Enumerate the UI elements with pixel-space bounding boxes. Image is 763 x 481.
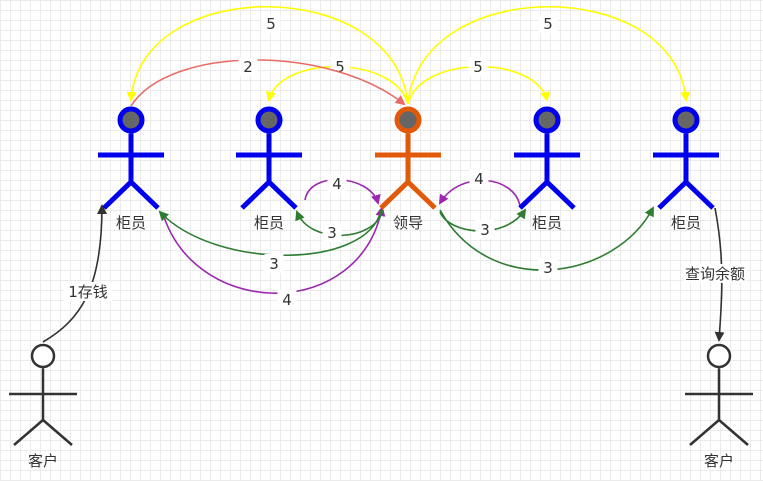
- edge-leader-to-teller1-0: 5: [126, 6, 409, 105]
- actor-left-leg: [379, 180, 410, 210]
- edge-label: 4: [332, 175, 342, 193]
- actor-label: 客户: [28, 452, 58, 470]
- edge-leader-to-teller4-11: 3: [439, 206, 654, 277]
- actor-left-leg: [689, 419, 720, 446]
- edge-leader-to-teller3-9: 3: [439, 208, 527, 239]
- actor-label: 柜员: [532, 214, 562, 232]
- edge-label: 3: [543, 259, 553, 277]
- edge-label-bg: [322, 223, 342, 242]
- actor-teller3: 柜员: [514, 106, 580, 232]
- edge-line: [407, 6, 691, 105]
- actor-right-leg: [684, 180, 715, 210]
- actor-right-leg: [267, 180, 298, 210]
- edge-label: 5: [335, 58, 345, 76]
- edge-label-bg: [63, 282, 113, 301]
- actor-head: [30, 343, 56, 369]
- actor-label: 客户: [704, 452, 734, 470]
- edge-label: 3: [269, 255, 279, 273]
- edge-label-bg: [264, 254, 284, 273]
- actor-left-leg: [657, 180, 688, 210]
- edge-line: [42, 204, 107, 343]
- edge-leader-to-teller2-8: 3: [295, 209, 384, 242]
- actor-teller2: 柜员: [236, 106, 302, 232]
- edge-label: 3: [327, 224, 337, 242]
- actor-left-leg: [518, 180, 549, 210]
- actor-right-leg: [129, 180, 160, 210]
- edge-line: [126, 6, 409, 105]
- edge-label-bg: [683, 264, 747, 283]
- edge-label: 5: [473, 58, 483, 76]
- edge-leader-to-teller4-1: 5: [407, 6, 691, 105]
- actor-head: [394, 106, 422, 134]
- actor-customer2: 客户: [685, 343, 753, 470]
- edge-leader-to-teller3-3: 5: [407, 57, 550, 105]
- edge-label-bg: [468, 57, 488, 76]
- edge-label-bg: [538, 258, 558, 277]
- edge-line: [158, 209, 382, 257]
- edge-label-bg: [238, 57, 258, 76]
- edge-line: [130, 59, 406, 107]
- edge-label: 1存钱: [68, 283, 108, 301]
- actor-head: [117, 106, 145, 134]
- edge-teller3-to-leader-6: 4: [438, 169, 521, 207]
- edge-label-bg: [277, 290, 297, 309]
- actor-customer1: 客户: [9, 343, 77, 470]
- edge-label: 4: [474, 170, 484, 188]
- edge-customer1-to-teller1-12: 1存钱: [42, 204, 113, 343]
- edge-label-bg: [538, 14, 558, 33]
- actor-head: [706, 343, 732, 369]
- actor-right-leg: [42, 419, 73, 446]
- actor-head: [533, 106, 561, 134]
- edge-label-bg: [469, 169, 489, 188]
- edge-teller1-to-leader-4: 2: [130, 57, 406, 107]
- actor-label: 柜员: [671, 214, 701, 232]
- edge-label-bg: [475, 220, 495, 239]
- edge-teller2-to-leader-5: 4: [304, 174, 381, 205]
- actor-right-leg: [406, 180, 437, 210]
- edge-label: 5: [266, 15, 276, 33]
- actor-label: 领导: [393, 214, 423, 232]
- actor-right-leg: [718, 419, 749, 446]
- edge-label-bg: [327, 174, 347, 193]
- actor-leader: 领导: [375, 106, 441, 232]
- actor-head: [672, 106, 700, 134]
- actor-label: 柜员: [254, 214, 284, 232]
- edge-leader-to-teller1-10: 3: [158, 209, 382, 273]
- edge-leader-to-teller2-2: 5: [266, 57, 409, 105]
- actor-head: [255, 106, 283, 134]
- edge-label: 4: [282, 291, 292, 309]
- actor-right-leg: [545, 180, 576, 210]
- edge-label: 3: [480, 221, 490, 239]
- actor-label: 柜员: [116, 214, 146, 232]
- actor-left-leg: [13, 419, 44, 446]
- actor-teller1: 柜员: [98, 106, 164, 232]
- edge-label-bg: [261, 14, 281, 33]
- edge-teller4-to-customer2-13: 查询余额: [683, 207, 747, 342]
- actor-left-leg: [102, 180, 133, 210]
- actor-teller4: 柜员: [653, 106, 719, 232]
- edge-label: 5: [543, 15, 553, 33]
- edge-label: 查询余额: [685, 265, 745, 283]
- actor-left-leg: [240, 180, 271, 210]
- edge-label: 2: [243, 58, 253, 76]
- edge-teller1-to-leader-7: 4: [163, 206, 386, 309]
